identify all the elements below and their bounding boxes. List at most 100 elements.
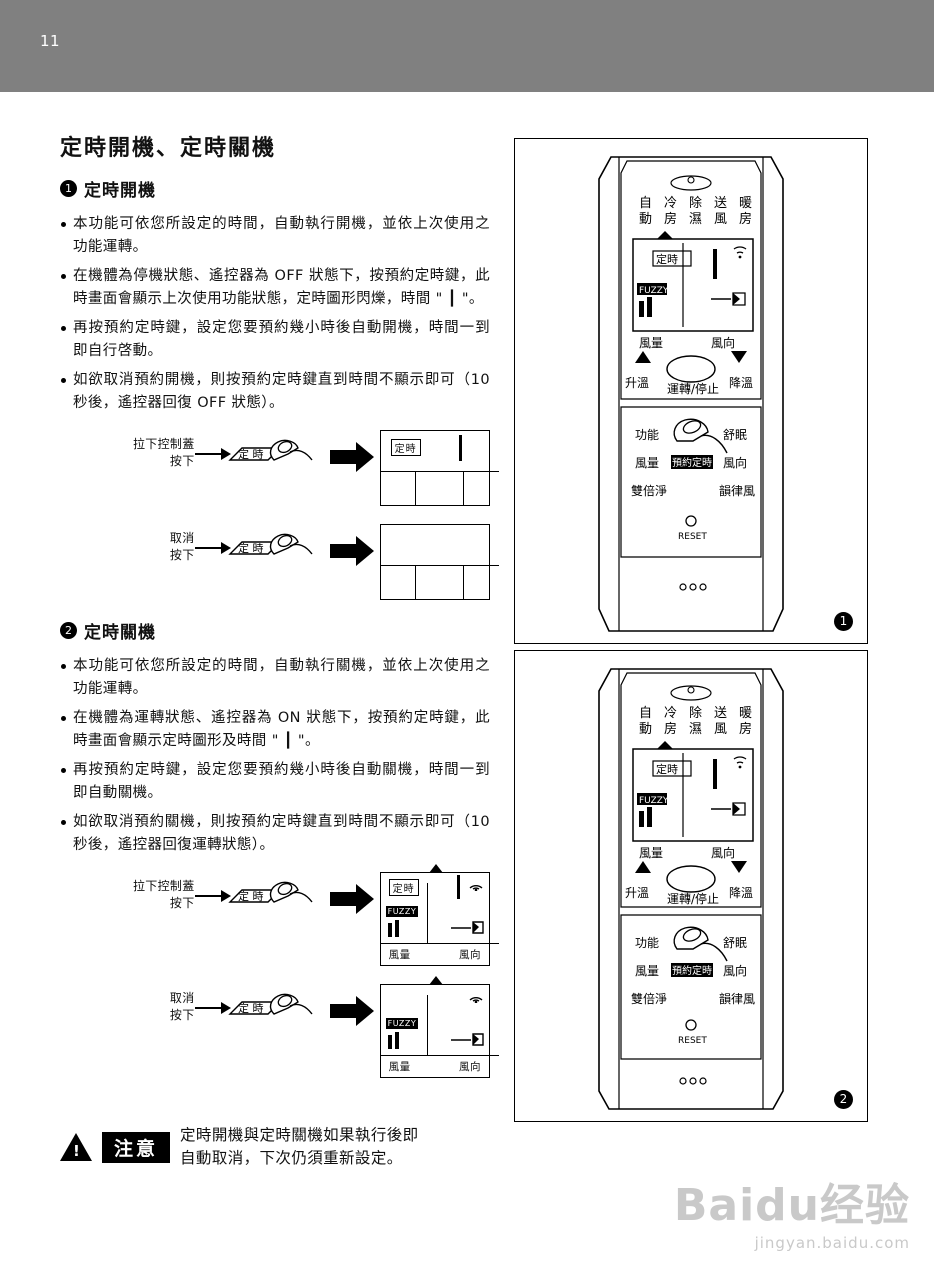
lcd-divider (380, 470, 499, 473)
svg-text:舒眠: 舒眠 (723, 428, 747, 442)
svg-text:房: 房 (739, 721, 752, 737)
part1-heading: 1 定時開機 (60, 176, 490, 201)
part1-bullet-list: 本功能可依您所設定的時間，自動執行開機，並依上次使用之功能運轉。 在機體為停機狀… (60, 213, 490, 416)
illustration-panel-2: 自 動 冷 房 除 濕 送 風 暖 房 定時 FUZZY 風 (514, 650, 868, 1122)
svg-text:升溫: 升溫 (625, 376, 649, 390)
lcd-divider (380, 564, 499, 567)
fan-bar (394, 919, 399, 937)
svg-text:風向: 風向 (711, 845, 735, 860)
small-arrow-icon (194, 444, 231, 464)
lcd-grid-line (462, 470, 465, 505)
fuzzy-badge: FUZZY (385, 1017, 419, 1029)
watermark: Baidu经验 jingyan.baidu.com (673, 1180, 910, 1253)
list-item: 如欲取消預約開機，則按預約定時鍵直到時間不顯示即可（10 秒後，遙控器回復 OF… (60, 369, 490, 416)
svg-text:功能: 功能 (635, 936, 659, 950)
svg-text:定 時: 定 時 (238, 447, 264, 461)
svg-text:送: 送 (714, 706, 727, 721)
hand-press-illustration: 定 時 (227, 524, 324, 570)
svg-text:風量: 風量 (639, 336, 663, 350)
step-label-line2: 按下 (169, 1008, 195, 1023)
lcd-divider (380, 942, 499, 945)
svg-text:FUZZY: FUZZY (639, 796, 669, 806)
svg-text:舒眠: 舒眠 (723, 936, 747, 950)
svg-text:定 時: 定 時 (238, 889, 264, 903)
list-item: 再按預約定時鍵，設定您要預約幾小時後自動關機，時間一到即自動關機。 (60, 759, 490, 806)
page-number: 11 (40, 32, 61, 50)
lcd-right-caption: 風向 (459, 948, 481, 961)
watermark-sub: jingyan.baidu.com (754, 1234, 910, 1252)
hand-press-illustration: 定 時 (227, 430, 324, 476)
svg-text:雙倍淨: 雙倍淨 (631, 483, 667, 498)
lcd-grid-line (414, 470, 417, 505)
list-item: 本功能可依您所設定的時間，自動執行開機，並依上次使用之功能運轉。 (60, 213, 490, 260)
lcd-preview: FUZZY 風量 風向 (379, 975, 499, 1078)
small-arrow-icon (194, 998, 231, 1018)
svg-text:定時: 定時 (656, 762, 678, 776)
svg-text:暖: 暖 (739, 706, 752, 721)
step-label-line2: 按下 (169, 896, 195, 911)
svg-text:定時: 定時 (656, 252, 678, 266)
lcd-left-caption: 風量 (388, 1060, 411, 1073)
step-label-line2: 按下 (169, 548, 195, 563)
small-arrow-icon (194, 538, 231, 558)
step-label: 取消 按下 (110, 984, 195, 1025)
page-header-bar (0, 0, 934, 92)
lcd-grid-line (426, 882, 429, 943)
wind-direction-icon (450, 1033, 484, 1046)
lcd-right-caption: 風向 (459, 1060, 481, 1073)
part1-step-diagrams: 拉下控制蓋 按下 定 時 定時 (110, 429, 499, 600)
svg-text:運轉/停止: 運轉/停止 (667, 381, 719, 396)
svg-text:風向: 風向 (711, 335, 735, 350)
small-arrow-icon (194, 886, 231, 906)
big-arrow-icon (329, 534, 374, 568)
panel-number-1: 1 (834, 612, 853, 631)
lcd-preview: 定時 (379, 429, 499, 506)
svg-text:動: 動 (639, 722, 652, 737)
list-item: 在機體為運轉狀態、遙控器為 ON 狀態下，按預約定時鍵，此時畫面會顯示定時圖形及… (60, 707, 490, 754)
svg-text:定 時: 定 時 (238, 541, 264, 555)
section-title: 定時開機、定時關機 (60, 136, 277, 161)
svg-text:風: 風 (714, 722, 727, 737)
step-label-line2: 按下 (169, 454, 195, 469)
svg-text:韻律風: 韻律風 (719, 483, 755, 498)
step-label-line1: 取消 (169, 530, 195, 545)
part2-bullet-list: 本功能可依您所設定的時間，自動執行關機，並依上次使用之功能運轉。 在機體為運轉狀… (60, 655, 490, 858)
step-row: 拉下控制蓋 按下 定 時 定時 (110, 863, 499, 966)
lcd-time-digit (458, 434, 462, 461)
svg-text:冷: 冷 (664, 196, 677, 211)
fan-bar (387, 922, 392, 937)
lcd-timer-label: 定時 (390, 438, 421, 456)
svg-text:送: 送 (714, 196, 727, 211)
svg-text:降溫: 降溫 (729, 886, 753, 900)
step-label-line1: 取消 (169, 990, 195, 1005)
step-label-line1: 拉下控制蓋 (133, 878, 195, 893)
caution-block: ! 注意 定時開機與定時關機如果執行後即 自動取消，下次仍須重新設定。 (60, 1124, 419, 1171)
svg-text:冷: 冷 (664, 706, 677, 721)
svg-text:雙倍淨: 雙倍淨 (631, 991, 667, 1006)
lcd-grid-line (426, 994, 429, 1055)
svg-text:除: 除 (689, 706, 702, 721)
lcd-preview: 定時 FUZZY 風量 風向 (379, 863, 499, 966)
step-row: 取消 按下 定 時 (110, 523, 499, 600)
svg-text:濕: 濕 (689, 212, 702, 227)
watermark-main: Baidu经验 (673, 1180, 910, 1231)
svg-text:FUZZY: FUZZY (639, 286, 669, 296)
part2-heading: 2 定時關機 (60, 618, 490, 643)
svg-text:定 時: 定 時 (238, 1001, 264, 1015)
svg-text:動: 動 (639, 212, 652, 227)
lcd-grid-line (414, 564, 417, 599)
svg-text:韻律風: 韻律風 (719, 991, 755, 1006)
svg-text:功能: 功能 (635, 428, 659, 442)
svg-text:房: 房 (739, 211, 752, 227)
fan-bar (394, 1031, 399, 1049)
svg-text:RESET: RESET (678, 1036, 707, 1046)
svg-text:房: 房 (664, 211, 677, 227)
lcd-left-caption: 風量 (388, 948, 411, 961)
wind-direction-icon (450, 921, 484, 934)
step-label: 拉下控制蓋 按下 (110, 430, 195, 471)
svg-text:升溫: 升溫 (625, 886, 649, 900)
lcd-up-triangle-icon (428, 863, 443, 873)
part2-marker: 2 (60, 621, 77, 639)
lcd-grid-line (462, 564, 465, 599)
svg-text:運轉/停止: 運轉/停止 (667, 891, 719, 906)
